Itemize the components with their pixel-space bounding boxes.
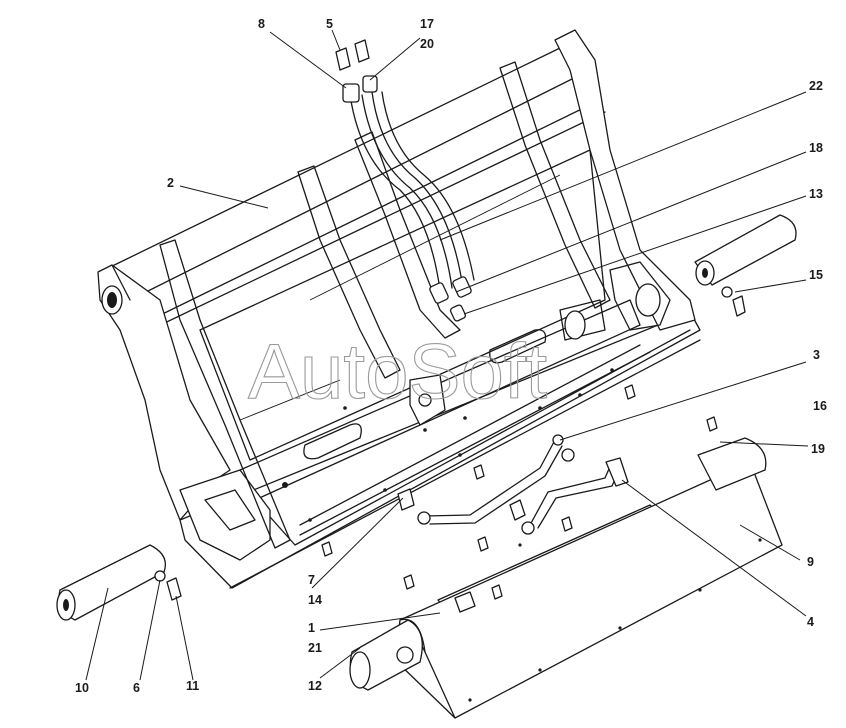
callout-13: 13 bbox=[809, 187, 823, 201]
callout-9: 9 bbox=[807, 555, 814, 569]
callout-5: 5 bbox=[326, 17, 333, 31]
leader-lines bbox=[85, 29, 809, 681]
callout-20: 20 bbox=[420, 37, 434, 51]
bucket-body bbox=[97, 29, 701, 589]
callout-10: 10 bbox=[75, 681, 89, 695]
pin-upper-right bbox=[694, 214, 797, 317]
callout-8: 8 bbox=[258, 17, 265, 31]
small-bolts bbox=[321, 384, 718, 600]
callout-15: 15 bbox=[809, 268, 823, 282]
callout-4: 4 bbox=[807, 615, 814, 629]
callout-21: 21 bbox=[308, 641, 322, 655]
watermark-text: AutoSoft bbox=[248, 327, 548, 415]
callout-19: 19 bbox=[811, 442, 825, 456]
callout-12: 12 bbox=[308, 679, 322, 693]
callout-3: 3 bbox=[813, 348, 820, 362]
pin-lower-left bbox=[56, 544, 182, 621]
callout-18: 18 bbox=[809, 141, 823, 155]
callout-1: 1 bbox=[308, 621, 315, 635]
hydraulic-tubes bbox=[397, 434, 629, 535]
callout-14: 14 bbox=[308, 593, 322, 607]
callout-17: 17 bbox=[420, 17, 434, 31]
hydraulic-cylinder bbox=[349, 437, 783, 719]
callout-6: 6 bbox=[133, 681, 140, 695]
callout-11: 11 bbox=[186, 679, 199, 693]
callout-7: 7 bbox=[308, 573, 315, 587]
fitting-caps bbox=[335, 39, 370, 71]
callout-22: 22 bbox=[809, 79, 823, 93]
callout-labels: 8 5 17 20 22 2 18 13 15 3 16 19 9 7 14 1… bbox=[75, 17, 827, 695]
callout-16: 16 bbox=[813, 399, 827, 413]
callout-2: 2 bbox=[167, 176, 174, 190]
